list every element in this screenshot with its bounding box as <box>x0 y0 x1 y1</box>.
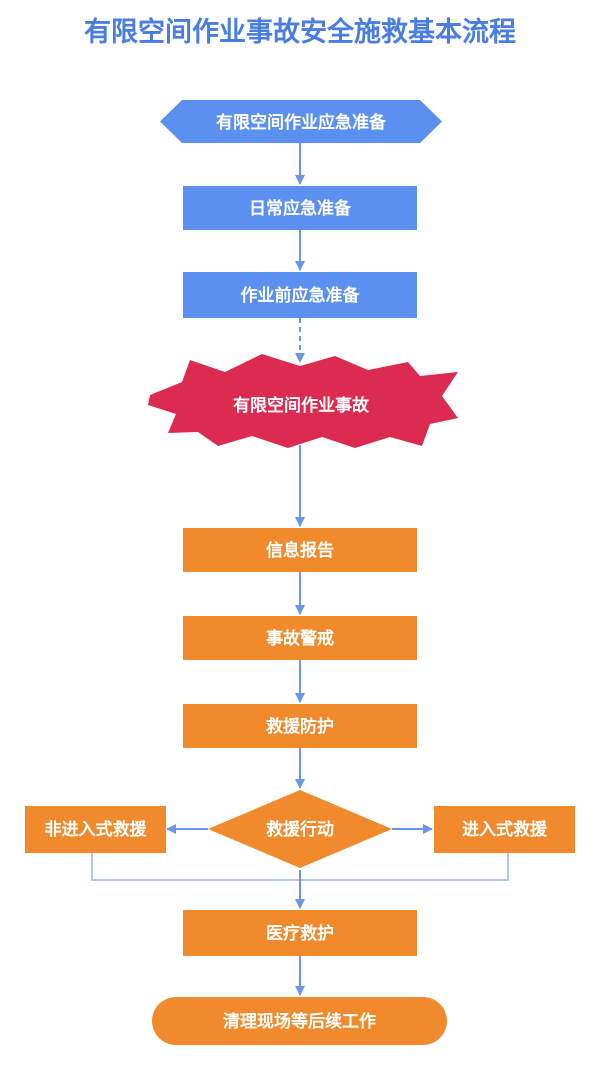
medical-box <box>183 910 417 956</box>
pre-work-prep-box <box>183 272 417 318</box>
daily-prep-box <box>183 186 417 230</box>
non-entry-rescue-label: 非进入式救援 <box>45 819 148 840</box>
medical-label: 医疗救护 <box>266 923 334 944</box>
non-entry-rescue-box <box>25 806 166 853</box>
cleanup-label: 清理现场等后续工作 <box>223 1011 376 1032</box>
rescue-action-label: 救援行动 <box>266 819 334 840</box>
protection-box <box>183 704 417 748</box>
protection-label: 救援防护 <box>266 716 334 737</box>
alert-box <box>183 616 417 660</box>
start-hexagon <box>160 100 442 143</box>
rescue-action-diamond <box>208 790 392 868</box>
info-report-label: 信息报告 <box>266 540 334 561</box>
start-hexagon-label: 有限空间作业应急准备 <box>216 112 387 133</box>
alert-label: 事故警戒 <box>266 628 334 649</box>
connectors <box>91 143 509 996</box>
entry-rescue-box <box>434 806 575 853</box>
info-report-box <box>183 528 417 572</box>
accident-label: 有限空间作业事故 <box>233 395 370 416</box>
daily-prep-label: 日常应急准备 <box>249 198 352 219</box>
cleanup-terminal <box>152 997 447 1045</box>
page-title: 有限空间作业事故安全施救基本流程 <box>84 16 516 48</box>
entry-rescue-label: 进入式救援 <box>462 819 548 840</box>
pre-work-prep-label: 作业前应急准备 <box>241 285 361 306</box>
accident-burst <box>148 354 458 448</box>
